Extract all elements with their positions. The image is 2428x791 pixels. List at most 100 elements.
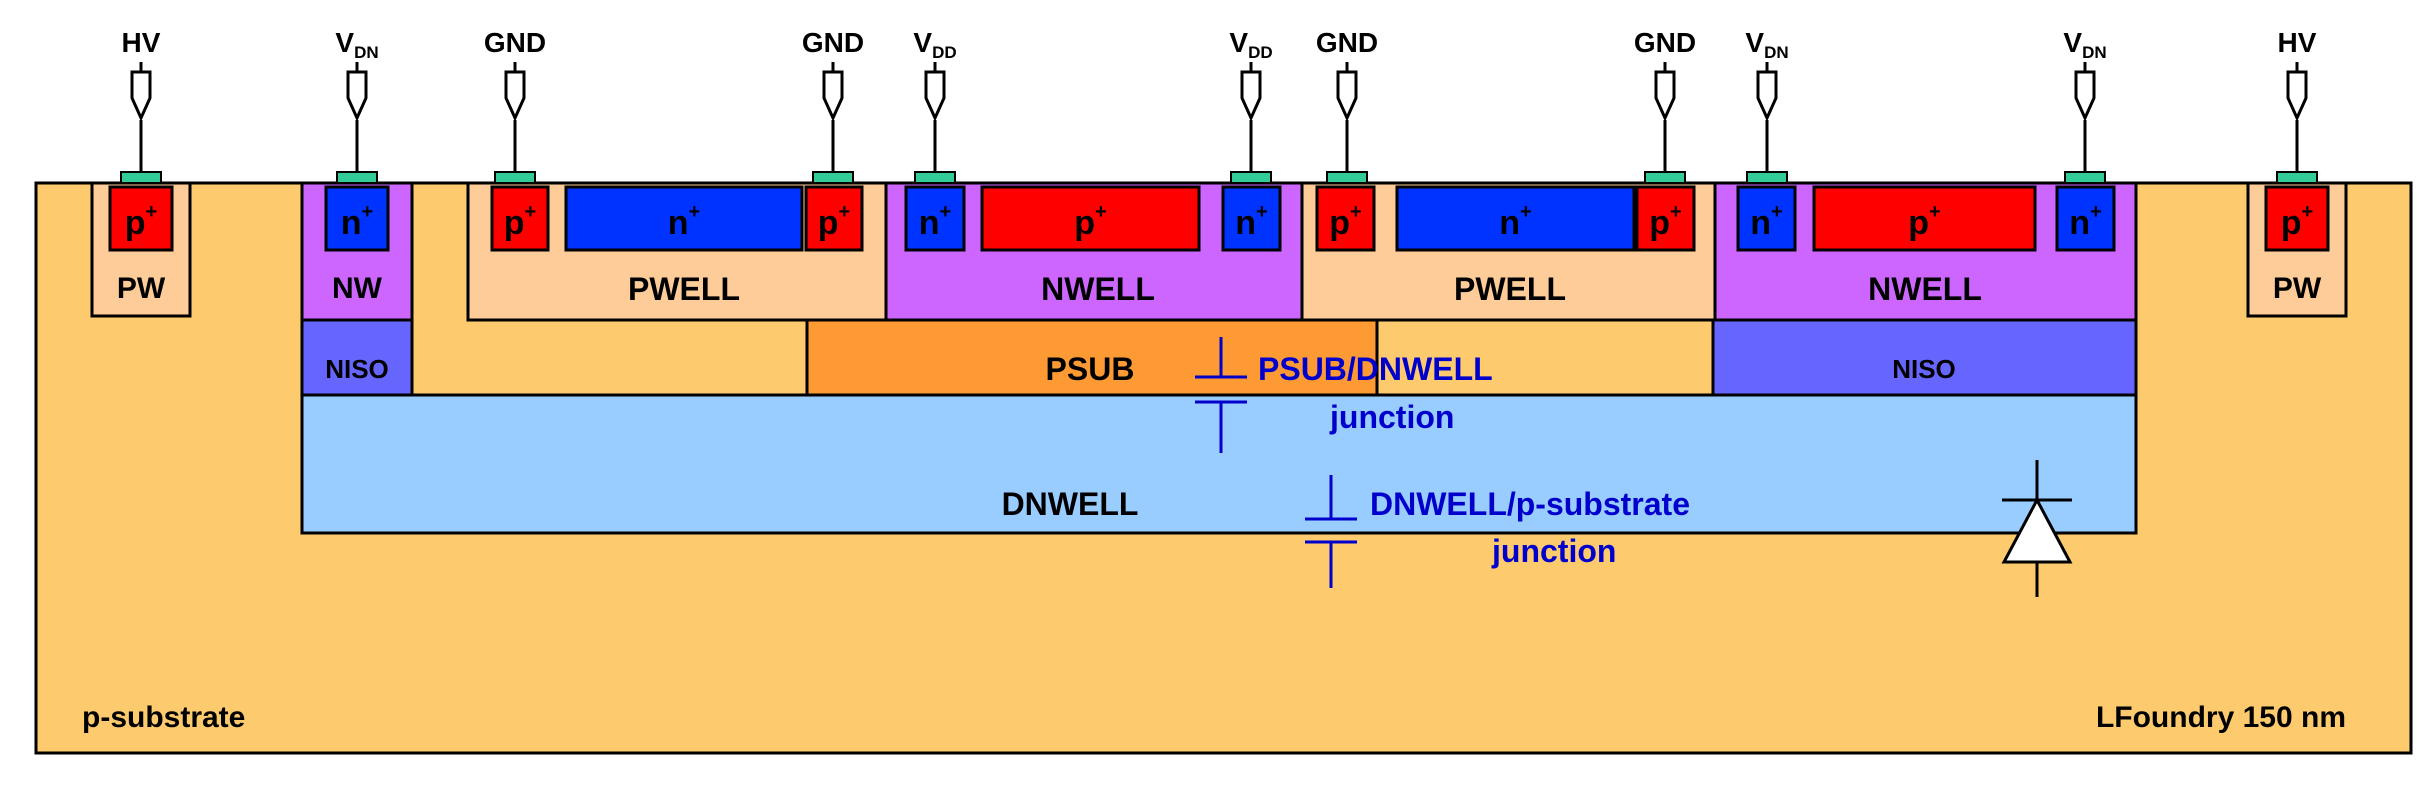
- implant-label: n+: [1750, 201, 1782, 242]
- niso-left-label: NISO: [325, 354, 389, 384]
- pwell-2-label: PWELL: [1454, 271, 1566, 307]
- capacitor-2-icon: [1305, 475, 1357, 588]
- implant-label: n+: [919, 201, 951, 242]
- terminal-gnd-4: GND: [1634, 27, 1696, 184]
- n-plus-implant: n+: [1395, 185, 1636, 252]
- capacitor-1-icon: [1195, 337, 1247, 453]
- pin-icon: [2286, 70, 2308, 122]
- p-plus-implant: p+: [2264, 185, 2330, 252]
- terminal-hv-left: HV: [120, 27, 162, 184]
- implant-label: p+: [2281, 201, 2313, 242]
- n-plus-implant: n+: [564, 185, 804, 252]
- contact-pad: [812, 171, 854, 184]
- implant-label: n+: [1235, 201, 1267, 242]
- n-plus-implant: n+: [2055, 185, 2116, 252]
- pin-icon: [346, 70, 368, 122]
- pwell-1-label: PWELL: [628, 271, 740, 307]
- contact-pad: [336, 171, 378, 184]
- junction-1-line2: junction: [1329, 399, 1454, 435]
- pin-icon: [1240, 70, 1262, 122]
- terminal-group: HV VDN GND GND VDD VDD GND GND VDN VDN HV: [120, 27, 2318, 184]
- p-plus-implant: p+: [804, 185, 864, 252]
- contact-pad: [1326, 171, 1368, 184]
- p-plus-implant: p+: [1635, 185, 1696, 252]
- junction-2-line1: DNWELL/p-substrate: [1370, 486, 1690, 522]
- terminal-label: HV: [2278, 27, 2317, 58]
- contact-pad: [1746, 171, 1788, 184]
- terminal-label: HV: [122, 27, 161, 58]
- dnwell-label: DNWELL: [1002, 486, 1139, 522]
- implant-label: p+: [504, 201, 536, 242]
- p-plus-implant: p+: [490, 185, 550, 252]
- n-plus-implant: n+: [324, 185, 390, 252]
- implant-label: p+: [818, 201, 850, 242]
- p-plus-implant: p+: [1315, 185, 1376, 252]
- terminal-label: GND: [1634, 27, 1696, 58]
- psub-region: [805, 318, 1379, 397]
- implant-label: p+: [1649, 201, 1681, 242]
- pin-icon: [2074, 70, 2096, 122]
- terminal-gnd-2: GND: [802, 27, 864, 184]
- dnwell-region: [300, 393, 2138, 535]
- niso-left-region: [300, 318, 414, 397]
- terminal-label: GND: [1316, 27, 1378, 58]
- contact-pad: [1644, 171, 1686, 184]
- contact-pad: [2276, 171, 2318, 184]
- contact-pad: [2064, 171, 2106, 184]
- niso-right-label: NISO: [1892, 354, 1956, 384]
- p-substrate-label: p-substrate: [82, 701, 245, 734]
- implant-label: n+: [1499, 201, 1531, 242]
- terminal-vdn-3: VDN: [2063, 27, 2107, 184]
- p-plus-implant: p+: [108, 185, 174, 252]
- terminal-label: VDD: [913, 27, 956, 62]
- junction-2-line2: junction: [1491, 533, 1616, 569]
- n-plus-implant: n+: [1221, 185, 1282, 252]
- contact-pad: [1230, 171, 1272, 184]
- implant-group: p+ n+ p+ n+ p+ n+ p+ n+ p+ n+ p+ n+ p+ n+ p+: [108, 185, 2330, 252]
- terminal-vdd-2: VDD: [1229, 27, 1273, 184]
- nwell-2-label: NWELL: [1868, 271, 1982, 307]
- terminal-vdn-1: VDN: [335, 27, 379, 184]
- terminal-hv-right: HV: [2276, 27, 2318, 184]
- contact-pad: [914, 171, 956, 184]
- p-plus-implant: p+: [980, 185, 1201, 252]
- implant-label: n+: [2069, 201, 2101, 242]
- terminal-label: VDD: [1229, 27, 1272, 62]
- n-plus-implant: n+: [1736, 185, 1797, 252]
- p-plus-implant: p+: [1812, 185, 2037, 252]
- pw-right-label: PW: [2273, 272, 2322, 305]
- pw-left-label: PW: [117, 272, 166, 305]
- pin-icon: [1654, 70, 1676, 122]
- pin-icon: [1756, 70, 1778, 122]
- terminal-gnd-1: GND: [484, 27, 546, 184]
- implant-label: n+: [341, 201, 373, 242]
- contact-pad: [494, 171, 536, 184]
- implant-label: n+: [668, 201, 700, 242]
- terminal-label: GND: [802, 27, 864, 58]
- implant-label: p+: [125, 201, 157, 242]
- terminal-vdn-2: VDN: [1745, 27, 1789, 184]
- n-plus-implant: n+: [904, 185, 966, 252]
- terminal-gnd-3: GND: [1316, 27, 1378, 184]
- terminal-label: GND: [484, 27, 546, 58]
- pin-icon: [130, 70, 152, 122]
- implant-label: p+: [1908, 201, 1940, 242]
- pin-icon: [822, 70, 844, 122]
- terminal-vdd-1: VDD: [913, 27, 957, 184]
- diode-icon: [2001, 460, 2073, 597]
- terminal-label: VDN: [2063, 27, 2106, 62]
- terminal-label: VDN: [1745, 27, 1788, 62]
- contact-pad: [120, 171, 162, 184]
- nw-label: NW: [332, 272, 383, 305]
- implant-label: p+: [1074, 201, 1106, 242]
- psub-label: PSUB: [1046, 351, 1135, 387]
- implant-label: p+: [1329, 201, 1361, 242]
- pin-icon: [1336, 70, 1358, 122]
- foundry-label: LFoundry 150 nm: [2096, 701, 2346, 734]
- pin-icon: [924, 70, 946, 122]
- terminal-label: VDN: [335, 27, 378, 62]
- pin-icon: [504, 70, 526, 122]
- nwell-1-label: NWELL: [1041, 271, 1155, 307]
- junction-1-line1: PSUB/DNWELL: [1258, 351, 1493, 387]
